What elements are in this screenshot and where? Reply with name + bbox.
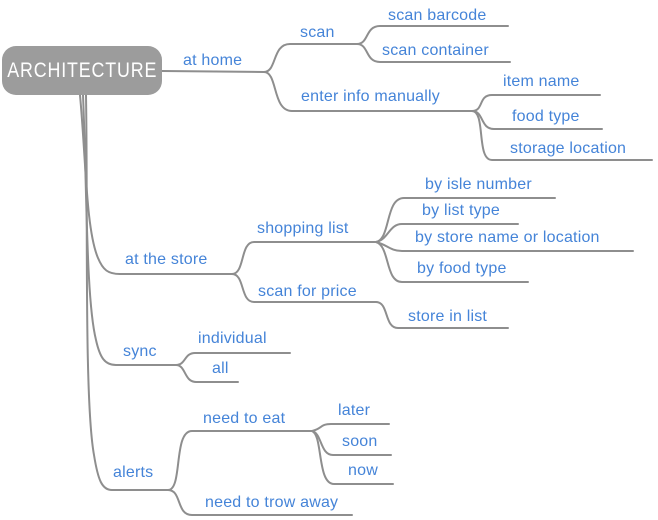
connector-at-the-store	[79, 94, 233, 275]
connector-store-in-list	[375, 301, 509, 329]
node-label-now[interactable]: now	[348, 462, 378, 479]
node-label-scan[interactable]: scan	[300, 24, 335, 41]
node-label-need-to-eat[interactable]: need to eat	[203, 410, 286, 427]
node-label-later[interactable]: later	[338, 402, 371, 419]
node-label-item-name[interactable]: item name	[503, 73, 580, 90]
connector-need-to-eat	[167, 430, 313, 491]
connector-sync	[82, 94, 177, 366]
node-label-individual[interactable]: individual	[198, 330, 267, 347]
node-label-food-type[interactable]: food type	[512, 108, 580, 125]
connector-later	[311, 423, 390, 432]
node-label-by-store-name[interactable]: by store name or location	[415, 229, 600, 246]
connector-scan	[263, 43, 358, 73]
connector-by-list-type	[375, 223, 519, 243]
connector-alerts	[85, 94, 169, 491]
node-label-scan-barcode[interactable]: scan barcode	[388, 7, 487, 24]
root-node-architecture[interactable]: ARCHITECTURE	[2, 46, 162, 95]
node-label-at-home[interactable]: at home	[183, 52, 243, 69]
node-label-at-the-store[interactable]: at the store	[125, 251, 208, 268]
node-label-need-to-trow-away[interactable]: need to trow away	[205, 494, 339, 511]
connector-item-name	[471, 94, 601, 112]
connector-shopping-list	[231, 241, 377, 275]
node-label-soon[interactable]: soon	[342, 433, 378, 450]
node-label-scan-container[interactable]: scan container	[382, 42, 489, 59]
connector-enter-info-manually	[263, 71, 473, 112]
node-label-store-in-list[interactable]: store in list	[408, 308, 488, 325]
node-label-storage-location[interactable]: storage location	[510, 140, 627, 157]
connector-scan-for-price	[231, 273, 377, 303]
node-label-all[interactable]: all	[212, 360, 229, 377]
node-label-by-food-type[interactable]: by food type	[417, 260, 507, 277]
connector-storage-location	[471, 110, 653, 161]
connector-by-food-type	[375, 241, 529, 283]
connector-at-home	[161, 70, 265, 73]
node-label-by-list-type[interactable]: by list type	[422, 202, 500, 219]
connector-need-to-trow-away	[167, 489, 353, 516]
node-label-scan-for-price[interactable]: scan for price	[258, 283, 357, 300]
node-label-by-isle-number[interactable]: by isle number	[425, 176, 532, 193]
node-label-sync[interactable]: sync	[123, 343, 157, 360]
connector-scan-container	[356, 43, 511, 63]
connector-all	[175, 364, 239, 383]
connector-individual	[175, 352, 291, 366]
root-node-title: ARCHITECTURE	[6, 58, 158, 82]
node-label-alerts[interactable]: alerts	[113, 464, 154, 481]
connector-scan-barcode	[356, 25, 509, 45]
node-label-enter-info-manually[interactable]: enter info manually	[301, 88, 440, 105]
node-label-shopping-list[interactable]: shopping list	[257, 220, 349, 237]
connector-now	[311, 430, 394, 485]
